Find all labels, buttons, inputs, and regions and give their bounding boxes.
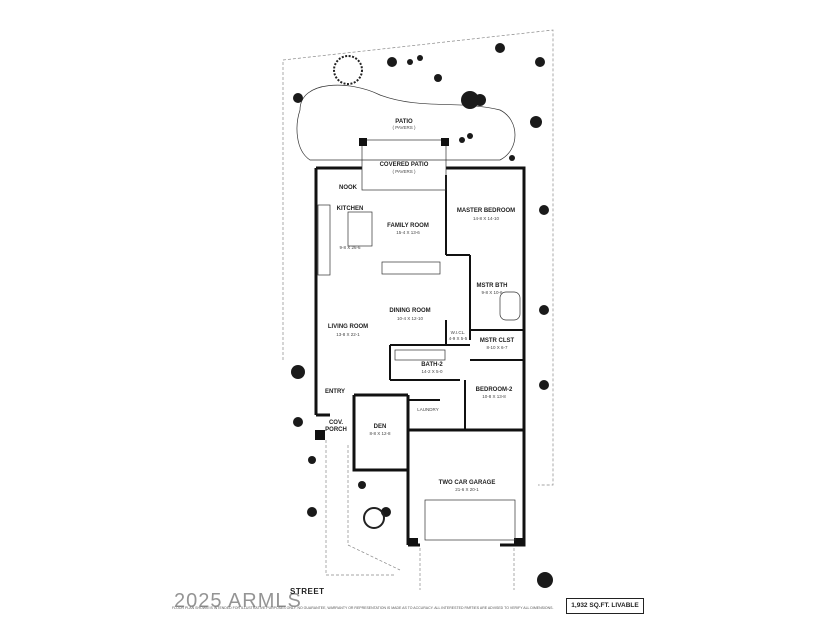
column <box>408 538 418 546</box>
entry-label: ENTRY <box>325 389 345 395</box>
master-bath-dims: 9-8 X 10-6 <box>481 290 503 295</box>
master-bedroom-label: MASTER BEDROOM <box>457 208 515 214</box>
cov-porch-label-2: PORCH <box>325 427 347 433</box>
dining-room-dims: 10-4 X 12-10 <box>397 316 424 321</box>
den-dims: 8-8 X 12-8 <box>369 431 391 436</box>
master-closet-dims: 8-10 X 6-7 <box>486 345 508 350</box>
bedroom2-label: BEDROOM-2 <box>476 387 513 393</box>
laundry-label: LAUNDRY <box>417 407 438 412</box>
patio-note: ( PAVERS ) <box>392 125 416 130</box>
patio-outline <box>296 84 516 161</box>
master-bath-label: MSTR BTH <box>477 283 508 289</box>
kitchen-dims: 9-8 X 26-6 <box>339 245 361 250</box>
cov-porch-label: COV. <box>329 420 343 426</box>
column <box>359 138 367 146</box>
fireplace <box>381 261 441 275</box>
column <box>441 138 449 146</box>
den-label: DEN <box>374 424 387 430</box>
bedroom2-dims: 10-8 X 13-8 <box>482 394 506 399</box>
disclaimer-text: FLOOR PLAN SHOWN IS INTENDED FOR ILLUSTR… <box>172 606 554 610</box>
garage-door <box>424 499 516 541</box>
garage-label: TWO CAR GARAGE <box>439 480 496 486</box>
watermark: 2025 ARMLS <box>174 590 302 612</box>
nook-label: NOOK <box>339 185 358 191</box>
kitchen-label: KITCHEN <box>337 206 364 212</box>
column <box>315 430 325 440</box>
walkway <box>347 445 401 571</box>
kitchen-island <box>347 211 373 247</box>
wic-dims: 4-9 X 5-5 <box>449 336 468 341</box>
landscaping <box>291 43 553 588</box>
column <box>514 538 524 546</box>
walkway <box>325 440 395 576</box>
covered-patio-note: ( PAVERS ) <box>392 169 416 174</box>
covered-patio-outline <box>361 139 447 191</box>
bath2-dims: 14-2 X 5-0 <box>421 369 443 374</box>
bath-tub <box>499 291 521 321</box>
family-room-dims: 15-4 X 13-6 <box>396 230 420 235</box>
sqft-badge: 1,932 SQ.FT. LIVABLE <box>566 598 644 614</box>
covered-patio-label: COVERED PATIO <box>380 162 429 168</box>
living-room-dims: 13-8 X 22-1 <box>336 332 360 337</box>
vanity <box>394 349 446 361</box>
patio-label: PATIO <box>395 119 413 125</box>
garage-dims: 21-6 X 20-1 <box>455 487 479 492</box>
wic-label: W.I.CL. <box>451 330 466 335</box>
street-label: STREET <box>290 587 325 596</box>
kitchen-counter <box>317 204 331 276</box>
exterior-walls <box>314 166 526 547</box>
lot-boundary <box>282 29 554 486</box>
master-bedroom-dims: 14-8 X 14-10 <box>473 216 500 221</box>
living-room-label: LIVING ROOM <box>328 324 368 330</box>
dining-room-label: DINING ROOM <box>389 308 430 314</box>
bath2-label: BATH-2 <box>421 362 443 368</box>
family-room-label: FAMILY ROOM <box>387 223 429 229</box>
master-closet-label: MSTR CLST <box>480 338 515 344</box>
